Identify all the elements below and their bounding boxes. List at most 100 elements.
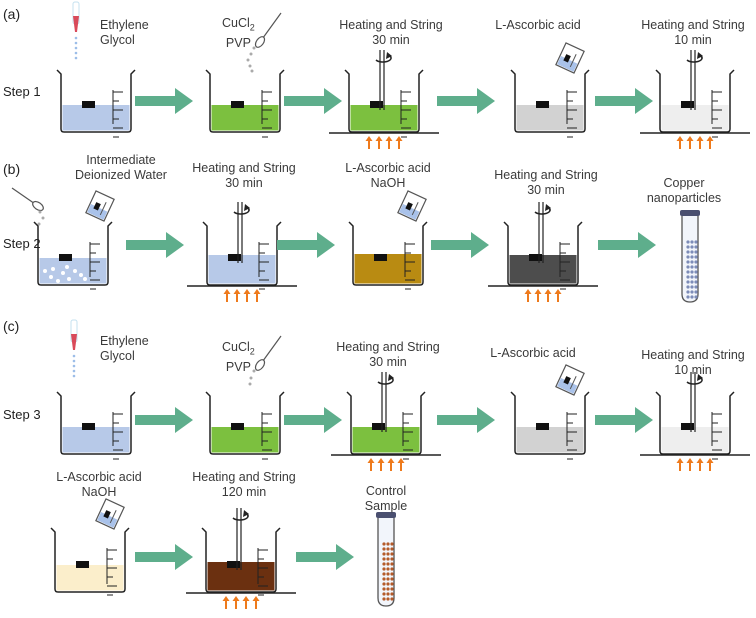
caption-line: 10 min bbox=[674, 33, 712, 47]
test-tube-particle bbox=[686, 295, 690, 299]
pipette-drop bbox=[72, 359, 76, 363]
stirrer bbox=[377, 372, 394, 432]
beaker-glass bbox=[201, 527, 281, 593]
test-tube-particle bbox=[382, 567, 386, 571]
caption-line: NaOH bbox=[370, 176, 406, 190]
heat-arrow-head bbox=[397, 458, 405, 463]
test-tube-particle bbox=[386, 557, 390, 561]
test-tube-particle bbox=[686, 285, 690, 289]
pouring-beaker-icon bbox=[95, 498, 125, 530]
test-tube-particle bbox=[382, 587, 386, 591]
powder-grain bbox=[248, 382, 252, 386]
beaker-liquid bbox=[211, 105, 279, 131]
heating-base bbox=[331, 454, 441, 471]
caption-r3-heat-10: Heating and String 10 min bbox=[633, 348, 753, 378]
heat-arrow-head bbox=[375, 136, 383, 141]
beaker-glass bbox=[50, 527, 130, 593]
beaker-liquid bbox=[354, 254, 422, 284]
rotation-arrow bbox=[233, 207, 250, 215]
caption-line: 30 min bbox=[372, 33, 410, 47]
beaker-glass bbox=[346, 391, 426, 455]
heating-base bbox=[187, 285, 297, 302]
rotation-arrow bbox=[232, 513, 249, 521]
test-tube-particle bbox=[690, 255, 694, 259]
test-tube-particle bbox=[686, 250, 690, 254]
beaker-liquid bbox=[211, 427, 279, 453]
caption-line: Intermediate bbox=[86, 153, 156, 167]
stirrer bbox=[534, 202, 551, 263]
test-tube-particle bbox=[690, 280, 694, 284]
heat-arrow-head bbox=[385, 136, 393, 141]
process-arrow bbox=[284, 407, 342, 433]
heating-base bbox=[640, 132, 750, 149]
pouring-beaker-label bbox=[563, 376, 571, 385]
beaker-particle bbox=[56, 279, 60, 283]
process-arrow bbox=[595, 88, 653, 114]
caption-line: PVP bbox=[225, 359, 251, 374]
beaker-particle bbox=[49, 275, 53, 279]
test-tube-particle bbox=[694, 275, 698, 279]
pouring-beaker-icon bbox=[85, 190, 115, 222]
beaker bbox=[344, 69, 424, 138]
pipette-icon bbox=[72, 1, 80, 60]
test-tube-particle bbox=[690, 290, 694, 294]
caption-line: L-Ascorbic acid bbox=[490, 346, 576, 360]
caption-line: 30 min bbox=[369, 355, 407, 369]
caption-line: Deionized Water bbox=[75, 168, 167, 182]
beaker-glass bbox=[205, 391, 285, 455]
test-tube-particle bbox=[694, 280, 698, 284]
caption-line: Heating and String bbox=[339, 18, 443, 32]
beaker-label bbox=[374, 254, 387, 261]
test-tube-particle bbox=[382, 542, 386, 546]
heat-arrow-head bbox=[696, 458, 704, 463]
test-tube-particle bbox=[386, 572, 390, 576]
test-tube-particle bbox=[390, 547, 394, 551]
beaker-label bbox=[227, 561, 240, 568]
beaker-label bbox=[228, 254, 241, 261]
beaker-label bbox=[370, 101, 383, 108]
test-tube-particle bbox=[386, 577, 390, 581]
test-tube-particle bbox=[386, 547, 390, 551]
test-tube-particle bbox=[686, 270, 690, 274]
test-tube-particle bbox=[390, 552, 394, 556]
beaker-label bbox=[536, 423, 549, 430]
pouring-beaker-liquid bbox=[557, 56, 578, 72]
test-tube-particle bbox=[694, 265, 698, 269]
beaker bbox=[510, 69, 590, 138]
pouring-beaker-liquid bbox=[97, 512, 118, 528]
panel-label-c: (c) bbox=[3, 318, 20, 334]
heat-arrow-head bbox=[242, 596, 250, 601]
heat-arrow-head bbox=[223, 289, 231, 294]
panel-label-b: (b) bbox=[3, 161, 21, 177]
caption-line: Heating and String bbox=[192, 470, 296, 484]
test-tube-particle bbox=[390, 562, 394, 566]
beaker-particle bbox=[79, 273, 83, 277]
test-tube-particle bbox=[386, 597, 390, 601]
spatula-icon bbox=[11, 187, 45, 226]
caption-r2-ascorbic-naoh: L-Ascorbic acid NaOH bbox=[333, 161, 443, 191]
caption-r2-copper-np: Copper nanoparticles bbox=[634, 176, 734, 206]
heat-arrow-head bbox=[686, 458, 694, 463]
caption-r4-control-sample: Control Sample bbox=[351, 484, 421, 514]
test-tube-particle bbox=[382, 572, 386, 576]
pouring-beaker-liquid bbox=[399, 204, 420, 220]
pipette-drop bbox=[72, 374, 76, 378]
caption-r4-heat-120: Heating and String 120 min bbox=[184, 470, 304, 500]
heat-arrow-head bbox=[676, 458, 684, 463]
caption-line: 30 min bbox=[527, 183, 565, 197]
caption-r3-ethylene-glycol: Ethylene Glycol bbox=[100, 334, 149, 364]
pouring-beaker-mark bbox=[569, 54, 577, 68]
beaker-glass bbox=[510, 69, 590, 133]
beaker-particle bbox=[43, 269, 47, 273]
heat-arrow-head bbox=[253, 289, 261, 294]
stirrer bbox=[375, 50, 392, 110]
caption-line: Heating and String bbox=[641, 348, 745, 362]
beaker-glass bbox=[655, 69, 735, 133]
beaker-label bbox=[59, 254, 72, 261]
beaker bbox=[56, 69, 136, 138]
beaker-glass bbox=[205, 69, 285, 133]
heat-arrow-head bbox=[232, 596, 240, 601]
test-tube-particle bbox=[694, 270, 698, 274]
pipette-liquid bbox=[71, 334, 77, 350]
test-tube-particle bbox=[686, 260, 690, 264]
